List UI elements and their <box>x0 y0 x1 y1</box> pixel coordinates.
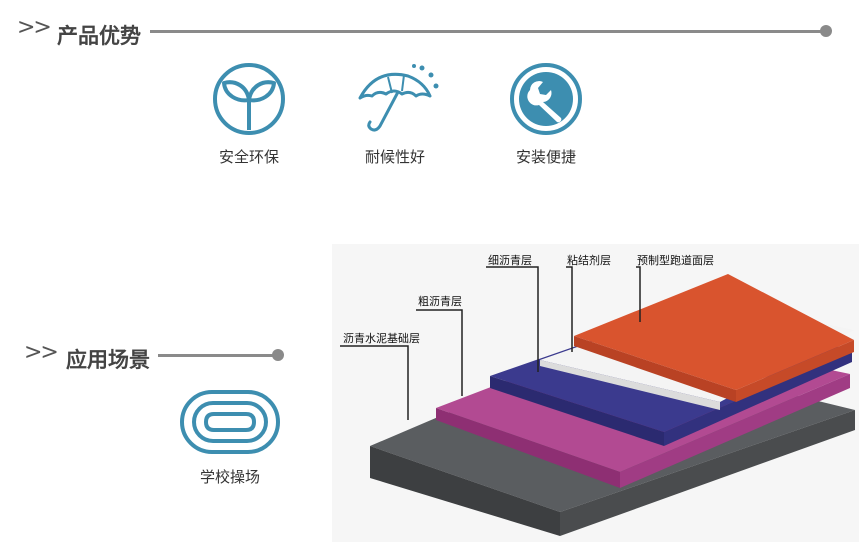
divider-end-dot <box>820 25 832 37</box>
layer-label-fine: 细沥青层 <box>488 254 532 267</box>
base-layer-front <box>370 446 560 536</box>
surface-layer-front <box>574 336 736 402</box>
leader-line-base <box>340 345 409 420</box>
leader-line-coarse <box>416 309 463 396</box>
surface-layer-side <box>736 340 854 402</box>
umbrella-rain-icon <box>358 64 439 132</box>
layer-label-binder: 粘结剂层 <box>567 254 611 267</box>
weather-icon-wrap <box>352 62 442 138</box>
application-label-school: 学校操场 <box>199 468 260 486</box>
leader-line-fine <box>486 266 539 372</box>
coarse-layer-side <box>620 374 850 488</box>
binder-layer-front <box>540 360 720 410</box>
base-layer-side <box>560 410 855 536</box>
safety-icon-wrap <box>209 60 289 138</box>
install-icon-wrap <box>506 60 586 138</box>
section-divider-advantages <box>150 30 826 33</box>
fine-layer-side <box>664 350 852 446</box>
section-divider-applications <box>158 354 274 357</box>
layer-label-base: 沥青水泥基础层 <box>343 332 420 345</box>
section-title-advantages: 产品优势 <box>57 24 141 48</box>
section-prefix-advantages: >> <box>17 15 52 40</box>
sprout-circle-icon <box>213 63 285 135</box>
advantage-label-install: 安装便捷 <box>515 148 576 166</box>
fine-layer-front <box>490 376 664 446</box>
track-icon-wrap <box>178 388 282 456</box>
advantage-label-safety: 安全环保 <box>218 148 279 166</box>
coarse-layer-front <box>436 408 620 488</box>
wrench-circle-icon <box>510 63 582 135</box>
advantage-label-weather: 耐候性好 <box>364 148 425 166</box>
track-layer-diagram <box>332 244 859 542</box>
leader-line-surface <box>636 266 641 322</box>
layer-label-surface: 预制型跑道面层 <box>637 254 714 267</box>
leader-line-binder <box>566 266 573 352</box>
surface-layer-top <box>574 274 854 390</box>
section-title-applications: 应用场景 <box>66 348 150 372</box>
running-track-icon <box>180 390 280 454</box>
layer-label-coarse: 粗沥青层 <box>418 295 462 308</box>
section-prefix-applications: >> <box>24 340 59 365</box>
divider-end-dot <box>272 349 284 361</box>
